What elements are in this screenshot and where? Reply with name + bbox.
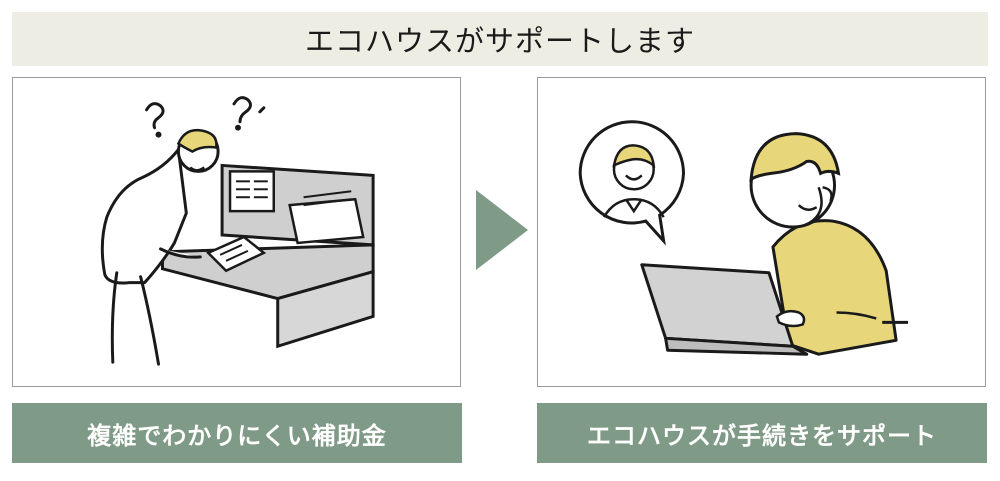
panel-confused	[12, 77, 461, 387]
page-title: エコハウスがサポートします	[304, 24, 695, 58]
caption-support: エコハウスが手続きをサポート	[537, 403, 987, 463]
panel-support	[537, 77, 986, 387]
caption-support-label: エコハウスが手続きをサポート	[587, 421, 937, 450]
next-arrow-icon	[476, 190, 528, 270]
title-bar: エコハウスがサポートします	[12, 12, 988, 66]
caption-confused-label: 複雑でわかりにくい補助金	[87, 421, 387, 450]
caption-confused: 複雑でわかりにくい補助金	[12, 403, 462, 463]
support-operator-illustration	[578, 120, 909, 356]
confused-person-illustration	[100, 96, 375, 366]
